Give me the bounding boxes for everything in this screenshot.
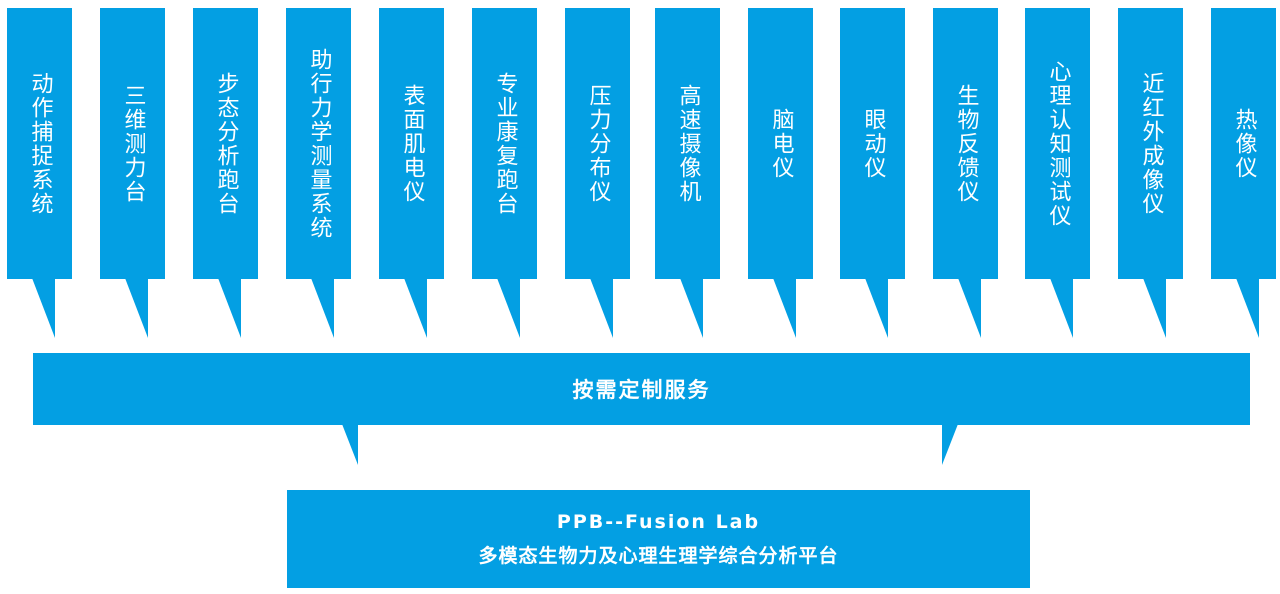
device-tail: [865, 278, 888, 338]
device-box: 动作捕捉系统: [7, 8, 72, 279]
device-label: 脑电仪: [768, 107, 794, 180]
platform-box: PPB--Fusion Lab 多模态生物力及心理生理学综合分析平台: [287, 490, 1030, 588]
device-label: 助行力学测量系统: [306, 47, 332, 240]
device-label: 心理认知测试仪: [1045, 59, 1071, 228]
device-label: 眼动仪: [860, 107, 886, 180]
bar-tail-left: [342, 424, 358, 465]
device-label: 三维测力台: [120, 83, 146, 204]
device-tail: [1143, 278, 1166, 338]
service-label: 按需定制服务: [572, 378, 711, 402]
device-box: 助行力学测量系统: [286, 8, 351, 279]
device-label: 生物反馈仪: [953, 83, 979, 204]
device-tail: [590, 278, 613, 338]
device-box: 生物反馈仪: [933, 8, 998, 279]
device-label: 热像仪: [1231, 107, 1257, 180]
device-label: 高速摄像机: [675, 83, 701, 204]
device-tail: [125, 278, 148, 338]
device-box: 心理认知测试仪: [1025, 8, 1090, 279]
device-box: 眼动仪: [840, 8, 905, 279]
custom-service-bar: 按需定制服务: [33, 353, 1250, 425]
device-tail: [497, 278, 520, 338]
platform-name: PPB--Fusion Lab: [556, 510, 761, 533]
device-label: 步态分析跑台: [213, 71, 239, 216]
device-tail: [218, 278, 241, 338]
device-tail: [1050, 278, 1073, 338]
device-label: 动作捕捉系统: [27, 71, 53, 216]
device-box: 表面肌电仪: [379, 8, 444, 279]
device-label: 专业康复跑台: [492, 71, 518, 216]
device-box: 压力分布仪: [565, 8, 630, 279]
device-label: 压力分布仪: [585, 83, 611, 204]
device-tail: [1236, 278, 1259, 338]
bar-tail-right: [942, 424, 958, 465]
device-tail: [773, 278, 796, 338]
device-tail: [680, 278, 703, 338]
device-box: 热像仪: [1211, 8, 1276, 279]
device-tail: [311, 278, 334, 338]
device-box: 三维测力台: [100, 8, 165, 279]
platform-subtitle: 多模态生物力及心理生理学综合分析平台: [478, 544, 839, 567]
device-tail: [958, 278, 981, 338]
device-tail: [404, 278, 427, 338]
device-box: 近红外成像仪: [1118, 8, 1183, 279]
device-box: 专业康复跑台: [472, 8, 537, 279]
device-box: 高速摄像机: [655, 8, 720, 279]
device-label: 表面肌电仪: [399, 83, 425, 204]
device-label: 近红外成像仪: [1138, 71, 1164, 216]
device-box: 脑电仪: [748, 8, 813, 279]
device-tail: [32, 278, 55, 338]
device-box: 步态分析跑台: [193, 8, 258, 279]
